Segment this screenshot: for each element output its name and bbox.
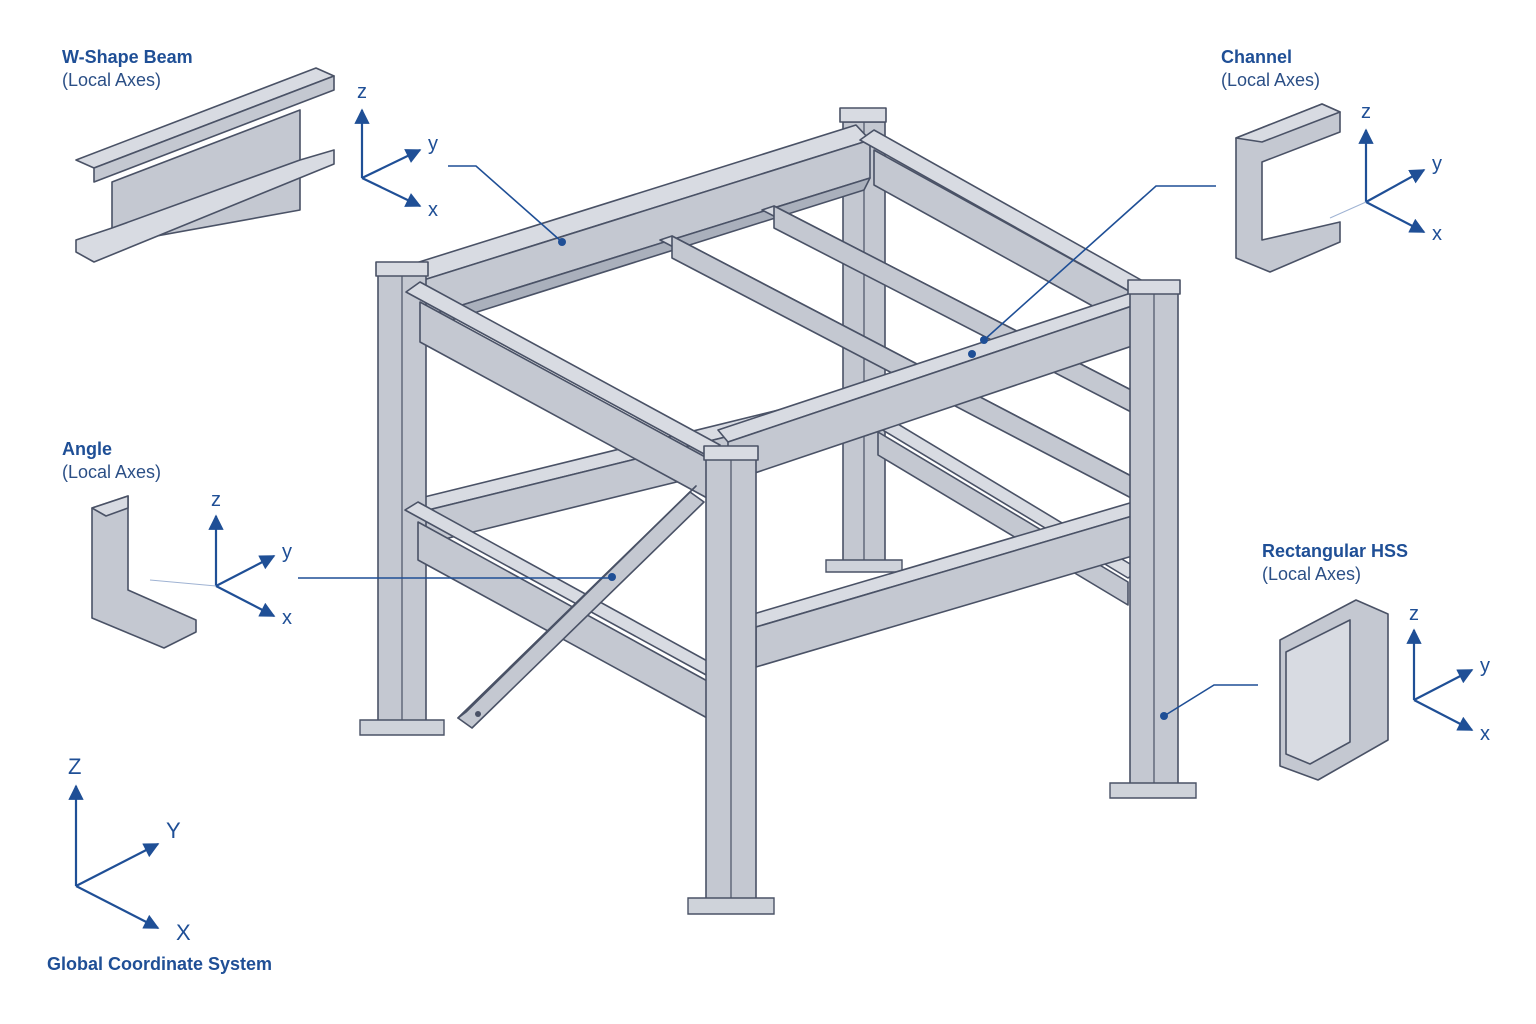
axis-label-x: x (428, 199, 438, 221)
axis-label-z: z (1409, 603, 1419, 625)
global-coordinate-title: Global Coordinate System (47, 954, 273, 974)
hss-subtitle: (Local Axes) (1262, 563, 1362, 584)
hss-callout: Rectangular HSS (Local Axes) (1262, 540, 1408, 585)
axis-label-z: z (211, 489, 221, 511)
channel-detail (1235, 103, 1341, 273)
angle-local-axes: z y x (149, 489, 292, 629)
leader-angle (298, 573, 616, 581)
global-axis-label-z: Z (68, 754, 81, 779)
leader-wshape (448, 165, 566, 246)
axis-label-y: y (282, 541, 292, 563)
hss-title: Rectangular HSS (1262, 541, 1409, 561)
axis-label-y: y (1432, 153, 1442, 175)
axis-label-x: x (1480, 723, 1490, 745)
angle-callout: Angle (Local Axes) (62, 438, 161, 483)
channel-subtitle: (Local Axes) (1221, 69, 1321, 90)
axis-label-x: x (282, 607, 292, 629)
axis-label-z: z (1361, 101, 1371, 123)
left-rear-column (359, 261, 445, 736)
wshape-callout: W-Shape Beam (Local Axes) (62, 46, 193, 91)
front-corner-column (687, 445, 775, 915)
w-shape-beam-detail (75, 67, 335, 263)
axis-label-y: y (1480, 655, 1490, 677)
lower-left-side-beam (404, 501, 721, 726)
channel-local-axes: z y x (1329, 101, 1442, 245)
angle-subtitle: (Local Axes) (62, 461, 162, 482)
upper-left-side-beam (405, 281, 721, 506)
axis-label-y: y (428, 133, 438, 155)
hss-local-axes: z y x (1406, 603, 1490, 745)
leader-channel (968, 185, 1216, 358)
global-axis-label-x: X (176, 920, 191, 945)
wshape-subtitle: (Local Axes) (62, 69, 162, 90)
channel-callout: Channel (Local Axes) (1221, 46, 1320, 91)
rect-hss-detail (1279, 599, 1389, 781)
axis-label-z: z (357, 81, 367, 103)
global-axis-label-y: Y (166, 818, 181, 843)
angle-detail (91, 495, 197, 649)
leader-hss (1160, 684, 1258, 720)
axis-label-x: x (1432, 223, 1442, 245)
diagonal-brace (457, 485, 705, 729)
wshape-local-axes: z y x (354, 81, 438, 221)
wshape-title: W-Shape Beam (62, 47, 193, 67)
global-axes: Z Y X (68, 754, 191, 945)
channel-title: Channel (1221, 47, 1293, 67)
right-front-column (1109, 279, 1197, 799)
angle-title: Angle (62, 439, 113, 459)
lower-front-beam (749, 499, 1147, 668)
